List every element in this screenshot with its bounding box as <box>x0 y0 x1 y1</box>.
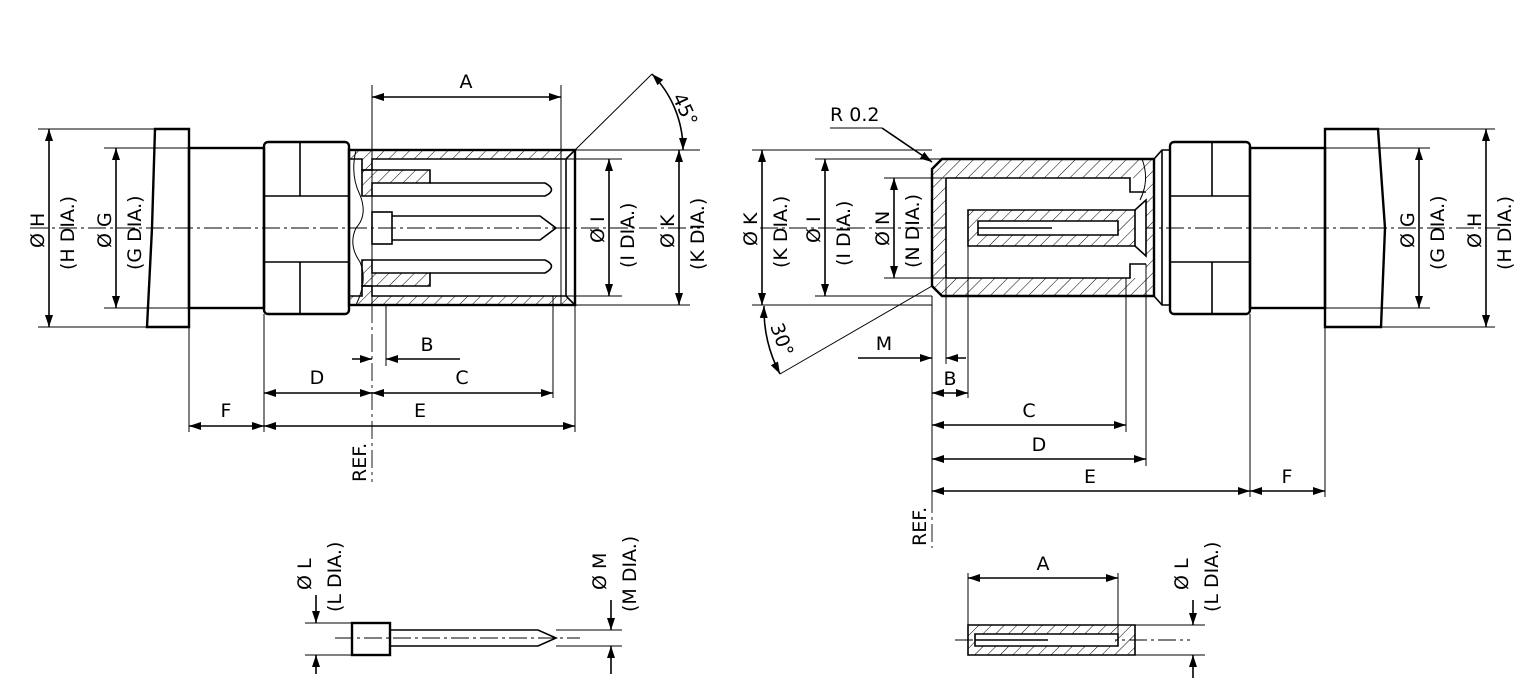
left-dim-b: B <box>420 334 433 356</box>
pin-dia-l-sub: (L DIA.) <box>324 542 346 612</box>
left-dia-g-sub: (G DIA.) <box>124 195 146 270</box>
right-jack-view: R 0.2 Ø K (K DIA.) Ø I (I DIA.) Ø N (N D… <box>740 104 1516 548</box>
right-dim-d: D <box>1032 434 1047 456</box>
left-dia-i-sub: (I DIA.) <box>617 203 639 268</box>
right-dim-m: M <box>876 333 892 355</box>
right-dim-c: C <box>1022 400 1035 422</box>
right-dia-n-sub: (N DIA.) <box>902 194 924 268</box>
left-dia-k: Ø K <box>657 214 679 248</box>
left-dia-i: Ø I <box>587 216 609 243</box>
right-angle-30: 30° <box>765 320 797 359</box>
pin-dia-m: Ø M <box>589 553 611 590</box>
left-dia-h: Ø H <box>27 213 49 248</box>
right-dim-b: B <box>943 368 956 390</box>
right-dia-i-sub: (I DIA.) <box>833 201 855 266</box>
left-dim-c: C <box>455 367 468 389</box>
left-dim-a: A <box>460 71 473 93</box>
left-dim-e: E <box>414 400 426 422</box>
socket-dim-a: A <box>1037 553 1050 575</box>
pin-dia-m-sub: (M DIA.) <box>619 536 641 612</box>
right-dia-g-sub: (G DIA.) <box>1427 195 1449 270</box>
left-dia-g: Ø G <box>94 212 116 248</box>
left-dim-f: F <box>221 400 232 422</box>
left-ref: REF. <box>349 443 371 482</box>
right-dia-h-sub: (H DIA.) <box>1494 196 1516 270</box>
socket-detail: A Ø L (L DIA.) <box>955 542 1223 678</box>
pin-dia-l: Ø L <box>294 558 316 590</box>
right-dia-h: Ø H <box>1464 213 1486 248</box>
right-dim-e: E <box>1084 466 1096 488</box>
right-dia-k-sub: (K DIA.) <box>770 196 792 268</box>
left-dia-h-sub: (H DIA.) <box>57 196 79 270</box>
socket-dia-l-sub: (L DIA.) <box>1201 542 1223 612</box>
right-ref: REF. <box>909 507 931 546</box>
pin-detail: Ø L (L DIA.) Ø M (M DIA.) <box>294 536 641 674</box>
right-dia-k: Ø K <box>740 212 762 246</box>
left-dia-k-sub: (K DIA.) <box>687 198 709 270</box>
left-angle-45: 45° <box>667 90 701 130</box>
right-dim-f: F <box>1282 466 1293 488</box>
socket-dia-l: Ø L <box>1171 558 1193 590</box>
right-radius: R 0.2 <box>830 104 879 126</box>
right-dia-n: Ø N <box>872 211 894 246</box>
left-dim-d: D <box>310 367 325 389</box>
right-dia-g: Ø G <box>1397 212 1419 248</box>
left-plug-view: A 45° B D C E F REF. Ø H (H DIA.) <box>27 71 709 482</box>
right-dia-i: Ø I <box>803 216 825 243</box>
